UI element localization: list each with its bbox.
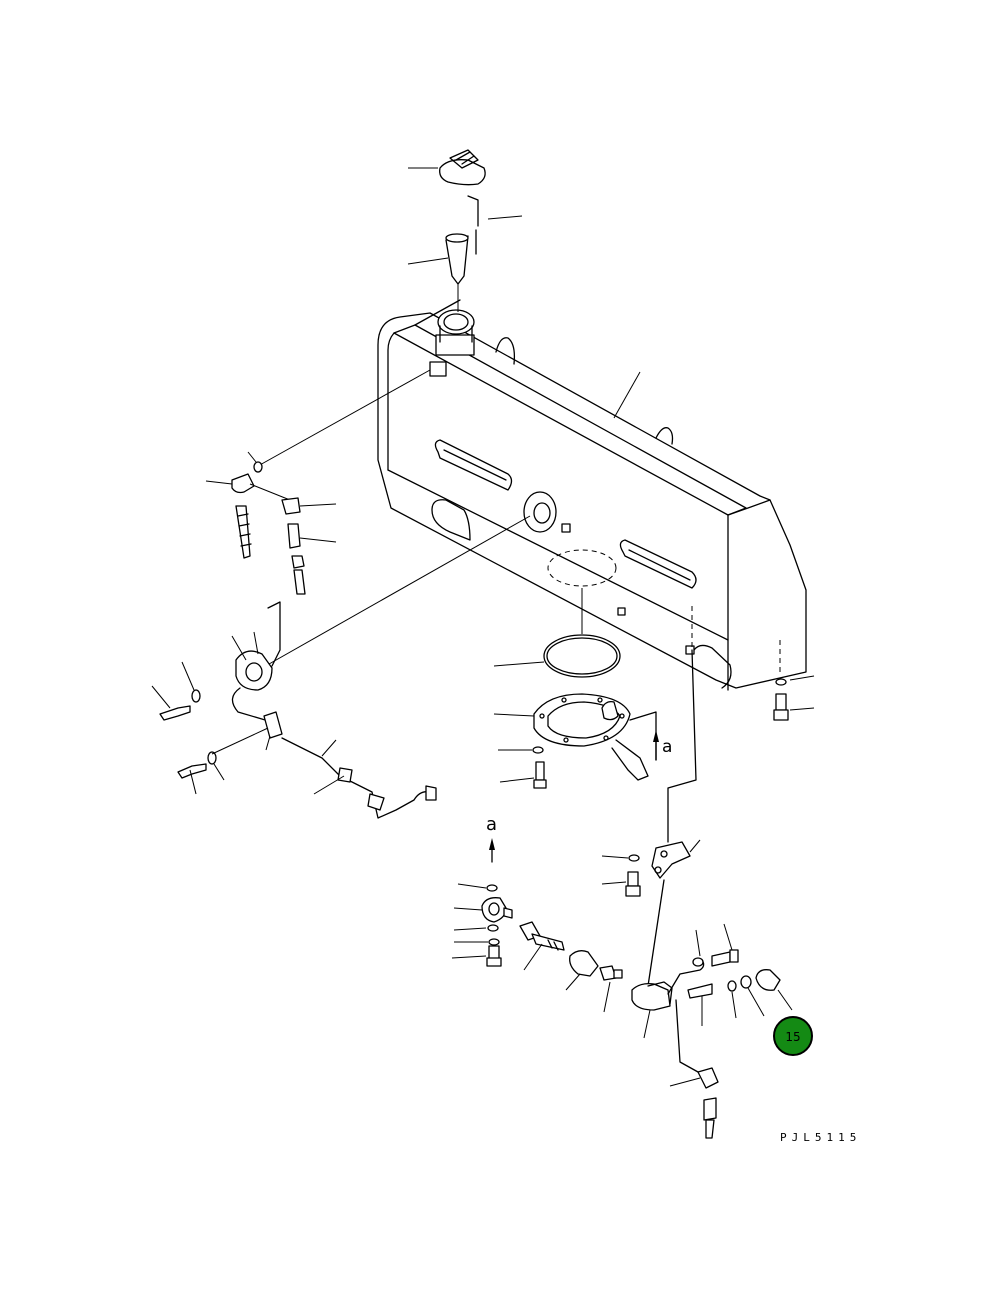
arrow-label-a-lower: a: [486, 814, 497, 835]
gasket: [493, 588, 621, 678]
callout-15[interactable]: 15: [773, 1016, 813, 1056]
callout-15-label: 15: [785, 1030, 800, 1044]
drain-plug: [773, 640, 815, 721]
filler-cap: [408, 149, 486, 186]
banjo-fitting: [451, 883, 513, 967]
water-separator-head: [631, 923, 793, 1139]
arrow-label-a-upper: a: [662, 737, 672, 757]
fuel-gauge-sender: [151, 515, 531, 819]
arrow-a-upper: a: [653, 730, 672, 761]
drawing-code: PJL5115: [780, 1131, 862, 1144]
fuel-tank: [377, 299, 807, 691]
filler-strainer: [407, 233, 469, 312]
cap-chain: [467, 195, 523, 255]
fuel-hose: [519, 921, 623, 1013]
fuel-line-bracket: [601, 606, 701, 987]
plate-bolts: [498, 746, 547, 789]
breather-assembly: [205, 369, 431, 595]
suction-cover-plate: [493, 693, 657, 781]
arrow-a-lower: a: [486, 814, 497, 863]
